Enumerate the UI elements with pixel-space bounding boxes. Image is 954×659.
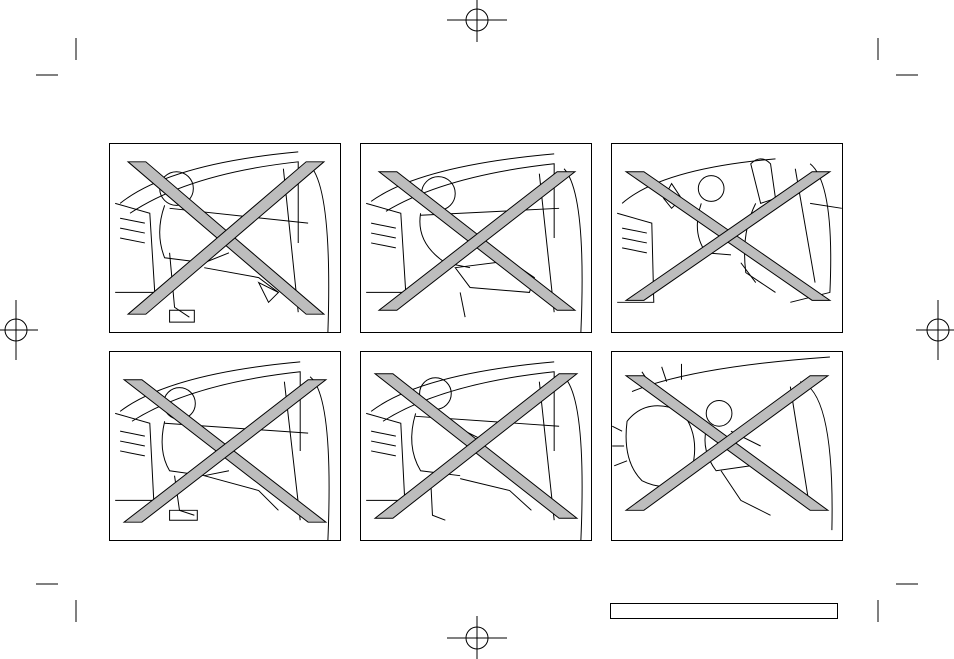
- registration-mark-top: [447, 0, 507, 42]
- prohibited-cross-mark: [379, 172, 575, 311]
- illustration-panel-1: [109, 143, 341, 333]
- illustration-panel-4: [109, 351, 341, 541]
- registration-mark-right: [916, 300, 954, 360]
- crop-mark-bottom-right: [878, 584, 918, 622]
- child-seated-improperly-illustration: [110, 352, 340, 540]
- registration-mark-left: [0, 300, 38, 360]
- prohibited-cross-mark: [626, 172, 830, 301]
- illustration-panel-6: [611, 351, 843, 541]
- illustration-panel-5: [360, 351, 592, 541]
- crop-mark-bottom-left: [36, 584, 76, 622]
- illustration-panel-3: [611, 143, 843, 333]
- registration-mark-bottom: [447, 616, 507, 659]
- prohibited-cross-mark: [124, 380, 326, 522]
- child-airbag-hazard-illustration: [612, 352, 842, 540]
- prohibited-cross-mark: [128, 162, 324, 314]
- illustration-panel-2: [360, 143, 592, 333]
- prohibited-cross-mark: [626, 376, 828, 511]
- child-seated-improperly-illustration: [361, 144, 591, 332]
- child-seated-improperly-illustration: [110, 144, 340, 332]
- crop-mark-top-right: [878, 38, 918, 75]
- child-on-lap-improperly-illustration: [612, 144, 842, 332]
- child-seated-improperly-illustration: [361, 352, 591, 540]
- crop-mark-top-left: [36, 38, 76, 75]
- footer-label-box: [610, 603, 838, 619]
